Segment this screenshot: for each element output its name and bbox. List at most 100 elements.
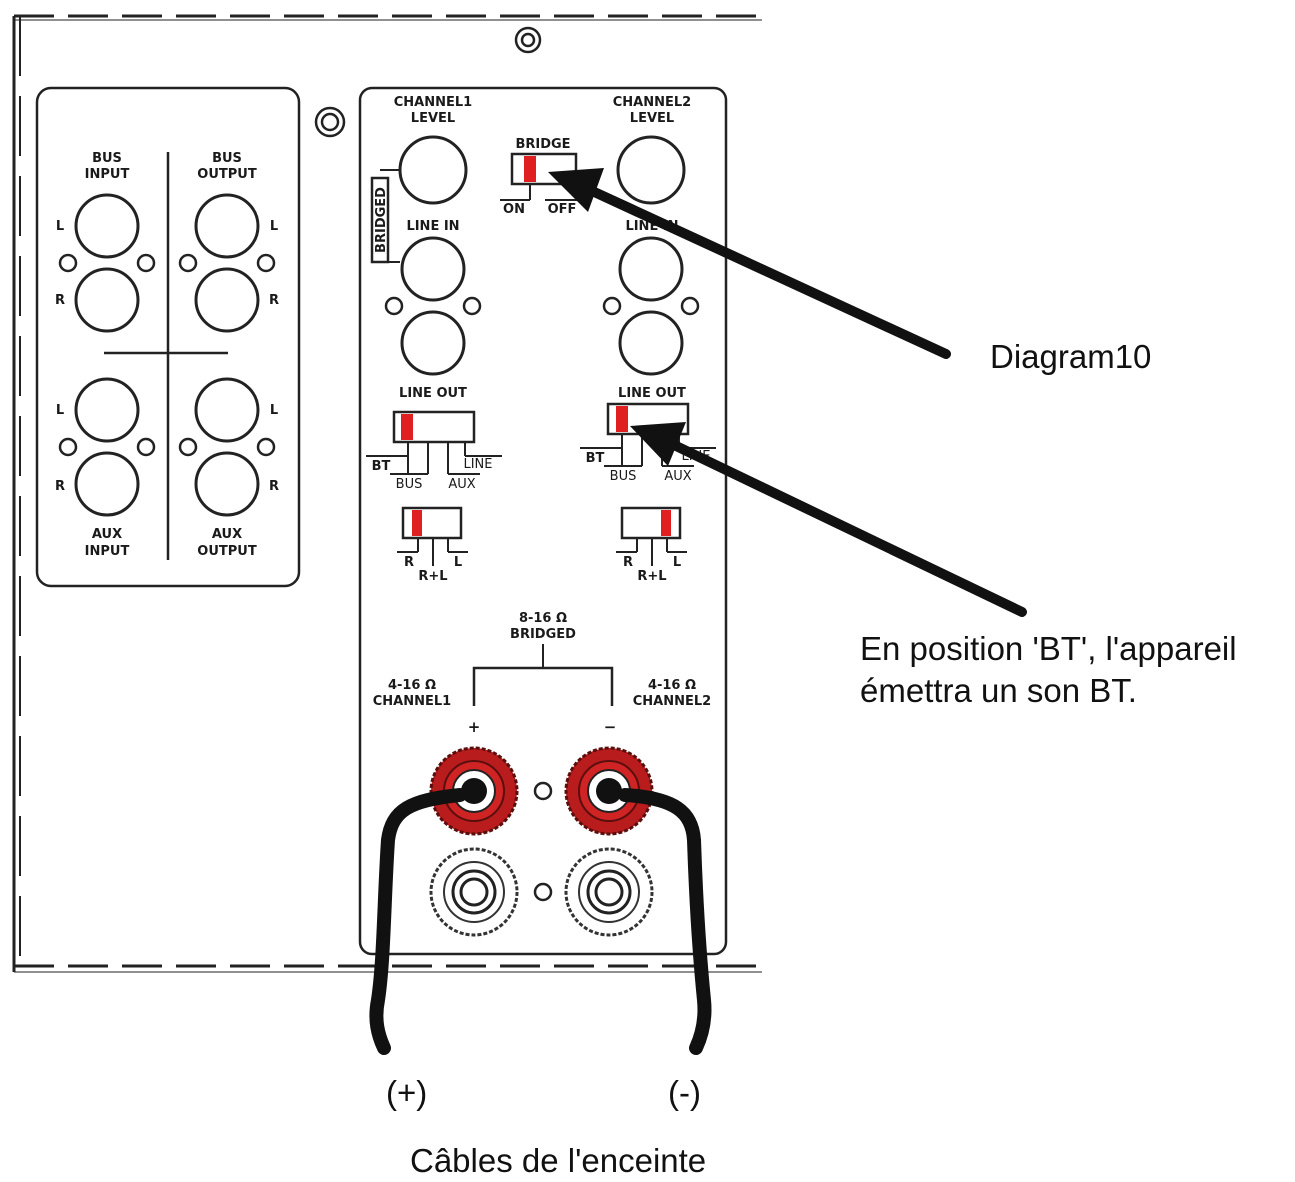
aux-output-led-right [256, 437, 276, 457]
line-out-selector-ch1[interactable] [392, 410, 476, 444]
line-out-ch1-aux: AUX [448, 477, 475, 492]
bridge-switch[interactable] [510, 152, 578, 186]
bus-output-r-jack[interactable] [194, 267, 260, 333]
mode-ch1-handle[interactable] [412, 510, 422, 536]
channel1-level-knob[interactable] [398, 135, 468, 205]
cable-minus-label: (-) [668, 1074, 701, 1111]
speaker-terminal-minus-red[interactable] [564, 746, 654, 836]
aux-output-label-2: OUTPUT [197, 544, 257, 559]
bus-input-r-jack[interactable] [74, 267, 140, 333]
mode-selector-ch2[interactable] [620, 506, 682, 540]
line-in-ch2-jack-1[interactable] [618, 236, 684, 302]
aux-input-label-1: AUX [92, 527, 122, 542]
bridged-impedance-2: BRIDGED [510, 627, 576, 642]
mode-ch2-handle[interactable] [661, 510, 671, 536]
arrow-to-bridge-switch [548, 168, 951, 359]
aux-output-label-1: AUX [212, 527, 242, 542]
bus-input-label-1: BUS [92, 151, 122, 166]
cables-caption: Câbles de l'enceinte [410, 1142, 706, 1179]
bus-input-r-label: R [55, 293, 65, 308]
minus-sign: − [604, 718, 617, 736]
channel1-level-label-1: CHANNEL1 [394, 95, 472, 110]
line-out-ch2-bus: BUS [610, 469, 637, 484]
screw-mid [314, 106, 346, 138]
bus-aux-panel: BUS INPUT BUS OUTPUT L R L R L R L R AUX… [35, 86, 301, 588]
mode-ch1-l: L [454, 555, 462, 570]
channel1-level-label-2: LEVEL [411, 111, 455, 126]
channel2-impedance-1: 4-16 Ω [648, 678, 696, 693]
terminal-led-top [533, 781, 553, 801]
line-out-ch1-bus: BUS [396, 477, 423, 492]
bus-output-label-1: BUS [212, 151, 242, 166]
speaker-cable-plus [369, 788, 467, 1055]
line-out-ch2-handle[interactable] [616, 406, 628, 432]
bus-input-led-left [58, 253, 78, 273]
aux-output-r-jack[interactable] [194, 451, 260, 517]
mode-ch1-r: R [404, 555, 414, 570]
speaker-terminal-minus-white[interactable] [564, 847, 654, 937]
cable-plus-label: (+) [386, 1074, 427, 1111]
aux-output-r-label: R [269, 479, 279, 494]
aux-output-l-jack[interactable] [194, 377, 260, 443]
bus-input-label-2: INPUT [85, 167, 130, 182]
bus-output-label-2: OUTPUT [197, 167, 257, 182]
aux-output-led-left [178, 437, 198, 457]
line-in-ch2-led-left [602, 296, 622, 316]
speaker-terminal-plus-red[interactable] [429, 746, 519, 836]
bus-output-r-label: R [269, 293, 279, 308]
line-in-label-ch1: LINE IN [406, 219, 459, 234]
line-out-ch2-aux: AUX [664, 469, 691, 484]
bridge-switch-handle[interactable] [524, 156, 536, 182]
line-out-ch1-line: LINE [463, 457, 492, 472]
mode-ch2-r: R [623, 555, 633, 570]
diagram-label: Diagram10 [990, 338, 1151, 375]
bus-output-l-jack[interactable] [194, 193, 260, 259]
bus-input-l-jack[interactable] [74, 193, 140, 259]
amplifier-panel: CHANNEL1 LEVEL CHANNEL2 LEVEL BRIDGED BR… [358, 86, 728, 956]
line-in-ch2-led-right [680, 296, 700, 316]
bt-note-line1: En position 'BT', l'appareil [860, 630, 1237, 667]
bt-note-line2: émettra un son BT. [860, 672, 1137, 709]
line-out-ch1-bt: BT [372, 459, 391, 474]
screw-top [514, 26, 542, 54]
line-out-label-ch1: LINE OUT [399, 386, 467, 401]
bridge-on-label: ON [503, 202, 525, 217]
terminal-led-bottom [533, 882, 553, 902]
bus-output-l-label: L [270, 219, 278, 234]
aux-input-l-label: L [56, 403, 64, 418]
channel1-impedance-1: 4-16 Ω [388, 678, 436, 693]
bridged-impedance-1: 8-16 Ω [519, 611, 567, 626]
chassis-outline [12, 14, 762, 973]
bus-output-led-right [256, 253, 276, 273]
channel1-impedance-2: CHANNEL1 [373, 694, 451, 709]
aux-output-l-label: L [270, 403, 278, 418]
bus-input-l-label: L [56, 219, 64, 234]
mode-ch2-rl: R+L [637, 569, 666, 584]
mode-ch1-rl: R+L [418, 569, 447, 584]
speaker-cable-minus [618, 788, 712, 1055]
aux-input-led-right [136, 437, 156, 457]
plus-sign: + [468, 718, 481, 736]
bridge-label: BRIDGE [515, 137, 570, 152]
line-in-ch1-jack-2[interactable] [400, 310, 466, 376]
line-in-ch1-led-left [384, 296, 404, 316]
line-in-ch2-jack-2[interactable] [618, 310, 684, 376]
channel2-level-label-2: LEVEL [630, 111, 674, 126]
line-out-ch1-handle[interactable] [401, 414, 413, 440]
speaker-terminal-plus-white[interactable] [429, 847, 519, 937]
channel2-impedance-2: CHANNEL2 [633, 694, 711, 709]
channel2-level-label-1: CHANNEL2 [613, 95, 691, 110]
channel2-level-knob[interactable] [616, 135, 686, 205]
bus-input-led-right [136, 253, 156, 273]
bridge-off-label: OFF [548, 202, 577, 217]
mode-selector-ch1[interactable] [401, 506, 463, 540]
aux-input-r-jack[interactable] [74, 451, 140, 517]
arrow-to-line-out-selector [630, 422, 1027, 617]
line-in-ch1-jack-1[interactable] [400, 236, 466, 302]
aux-input-r-label: R [55, 479, 65, 494]
line-out-label-ch2: LINE OUT [618, 386, 686, 401]
aux-input-l-jack[interactable] [74, 377, 140, 443]
line-in-ch1-led-right [462, 296, 482, 316]
bridged-vertical-label: BRIDGED [374, 187, 389, 253]
